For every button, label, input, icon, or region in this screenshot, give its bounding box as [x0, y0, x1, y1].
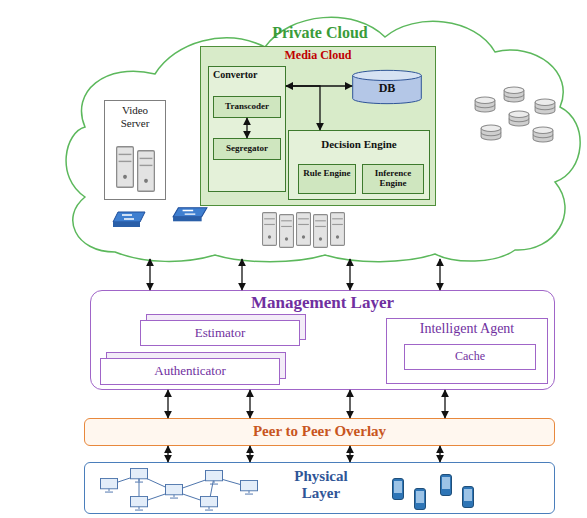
process-box: Transcoder: [213, 96, 281, 118]
node-label: Estimator: [143, 326, 297, 341]
node-label: Video Server: [107, 104, 163, 129]
process-box: Segregator: [213, 138, 281, 160]
node-label: Peer to Peer Overlay: [85, 423, 554, 440]
node-label: Cache: [407, 350, 533, 364]
node-label: Physical Layer: [279, 468, 363, 503]
node-label: Decision Engine: [289, 138, 429, 151]
connector-arrow: [167, 390, 168, 418]
server-box: Video Server: [104, 100, 166, 200]
server-rack: [263, 213, 345, 248]
module-box: Authenticator: [100, 358, 280, 385]
media-cloud-box: Media CloudConvertorTranscoderSegregator…: [200, 46, 436, 206]
connector-arrow: [167, 446, 168, 462]
process-box: Decision EngineRule Engine Inference Engi…: [288, 130, 430, 200]
connector-arrow: [286, 86, 320, 130]
network-switch: [113, 208, 207, 227]
connector-arrow: [249, 446, 250, 462]
connector-arrow: [349, 446, 350, 462]
module-box: Estimator: [140, 320, 300, 346]
node-label: Inference Engine: [365, 168, 421, 189]
database-cylinder: DB: [352, 70, 422, 104]
mobile-devices: [393, 475, 474, 510]
connector-arrow: [246, 118, 247, 138]
video-server-icon: [117, 147, 155, 192]
node-label: Convertor: [213, 69, 281, 81]
cloud-outline: [66, 17, 580, 261]
node-label: Private Cloud: [55, 24, 585, 42]
network-topology: [101, 468, 258, 510]
node-label: DB: [352, 82, 422, 96]
storage-icons: [475, 87, 555, 142]
node-label: Media Cloud: [203, 49, 433, 63]
node-label: Authenticator: [103, 364, 277, 379]
connector-arrow: [241, 259, 242, 290]
layer-band: Peer to Peer Overlay: [84, 418, 555, 446]
connector-arrow: [349, 259, 350, 290]
process-box: Rule Engine: [298, 164, 356, 194]
connector-arrow: [349, 390, 350, 418]
cylinder-top: [353, 70, 422, 80]
node-label: Rule Engine: [301, 168, 353, 178]
agent-box: Intelligent AgentCache: [386, 318, 548, 384]
layer-panel: Management LayerEstimatorAuthenticator In…: [90, 290, 555, 390]
layer-band: Physical Layer: [84, 462, 555, 514]
node-label: Management Layer: [91, 293, 554, 313]
connector-arrow: [439, 446, 440, 462]
process-box: Inference Engine: [362, 164, 424, 194]
node-label: Transcoder: [215, 101, 279, 111]
connector-arrow: [444, 390, 445, 418]
cache-box: Cache: [404, 344, 536, 370]
connector-arrow: [439, 259, 440, 290]
connector-arrow: [149, 259, 150, 290]
node-label: Segregator: [215, 143, 279, 153]
connector-arrow: [249, 390, 250, 418]
node-label: Intelligent Agent: [389, 321, 545, 337]
